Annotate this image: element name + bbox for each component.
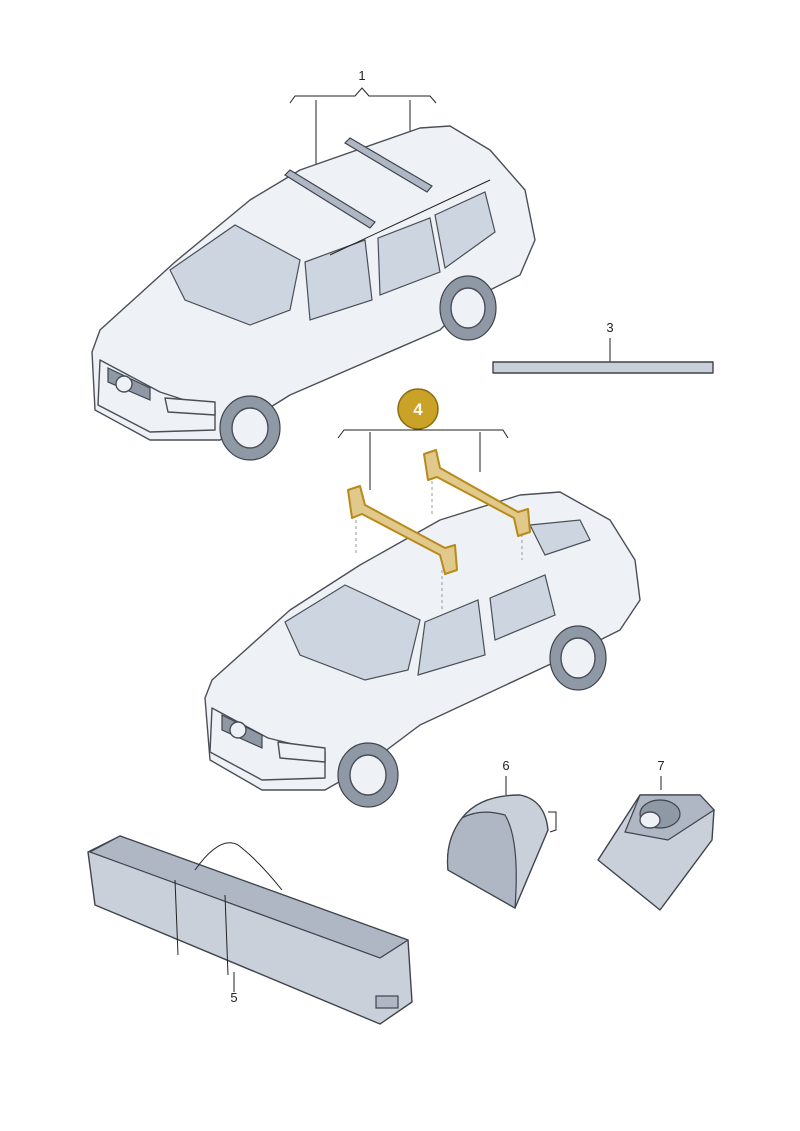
callout-1-label: 1 <box>358 68 365 83</box>
estate-rear-rim <box>450 287 486 329</box>
sedan-badge <box>229 721 247 739</box>
part-3-strip: 3 <box>492 320 714 374</box>
callout-1-bracket <box>289 87 437 104</box>
estate-windshield <box>169 224 301 326</box>
roof-bar-rear-highlighted <box>423 449 531 537</box>
sedan-headlight <box>277 741 326 763</box>
sedan-car-illustration <box>204 475 641 808</box>
part-5-storage-bag: 5 <box>87 835 413 1025</box>
callout-7-label: 7 <box>657 758 664 773</box>
end-cap-face <box>446 811 517 909</box>
estate-quarter-window <box>434 191 496 270</box>
foot-cover-lock-cylinder <box>639 811 661 829</box>
sedan-rear-rim <box>560 637 596 679</box>
estate-headlight <box>164 397 216 416</box>
part-4-roof-bars <box>347 449 531 575</box>
estate-roof-bar-front <box>284 169 376 229</box>
bag-handle <box>194 842 283 891</box>
estate-badge <box>115 375 133 393</box>
sedan-windshield <box>284 584 421 681</box>
callout-4-label: 4 <box>413 400 423 419</box>
trim-strip <box>492 361 714 374</box>
callout-4-badge <box>397 388 439 430</box>
roof-bar-front-highlighted <box>347 485 458 575</box>
callout-4-bracket <box>337 429 509 439</box>
estate-roof-bar-rear <box>344 137 433 193</box>
end-cap-clip <box>548 811 557 833</box>
part-6-end-cap: 6 <box>446 758 557 909</box>
sedan-front-window <box>417 599 486 676</box>
estate-car-illustration <box>91 125 536 461</box>
sedan-back-glass <box>529 519 591 556</box>
sedan-rear-window <box>489 574 556 641</box>
bag-tag <box>375 995 399 1009</box>
sedan-front-rim <box>349 754 387 796</box>
estate-roof-rail <box>329 179 491 256</box>
bag-straps <box>174 879 229 976</box>
estate-front-rim <box>231 407 269 449</box>
estate-rear-window <box>377 217 441 296</box>
callout-4: 4 <box>337 388 509 490</box>
part-7-foot-cover: 7 <box>597 758 715 911</box>
estate-front-window <box>304 239 373 321</box>
bag-top-face <box>88 835 410 959</box>
callout-5-label: 5 <box>230 990 237 1005</box>
callout-6-label: 6 <box>502 758 509 773</box>
callout-3-label: 3 <box>606 320 613 335</box>
